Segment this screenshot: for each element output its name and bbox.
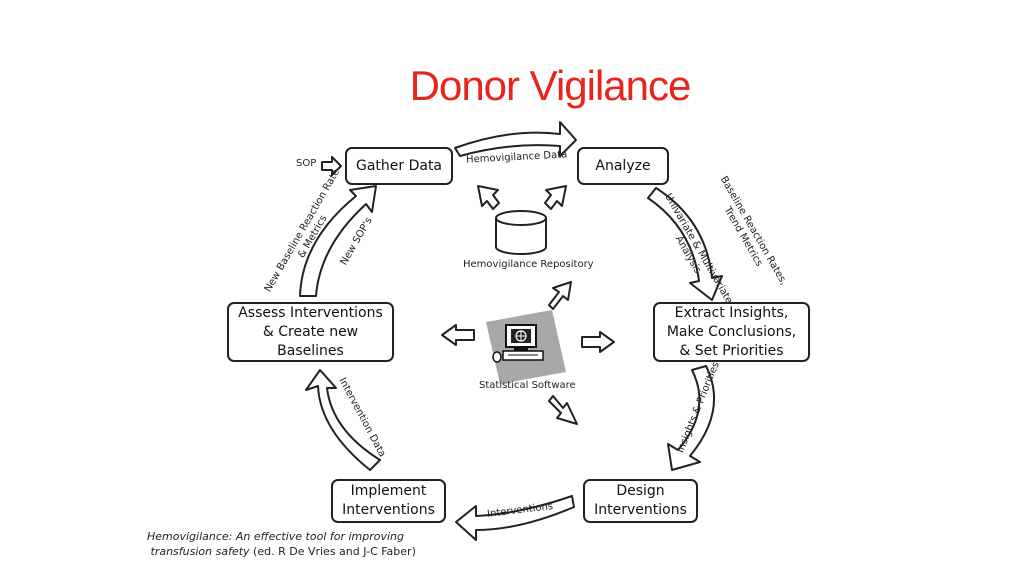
software-label: Statistical Software xyxy=(479,380,576,391)
source-caption: Hemovigilance: An effective tool for imp… xyxy=(147,529,416,559)
assess-line-1: Assess Interventions xyxy=(238,304,383,321)
arrow-sop xyxy=(321,156,342,176)
arrow-extract-to-design xyxy=(667,365,716,471)
extract-line-3: & Set Priorities xyxy=(679,342,784,359)
design-interventions-box: Design Interventions xyxy=(583,479,698,523)
arrow-repo-to-gather xyxy=(477,185,500,210)
arrow-design-to-implement xyxy=(455,495,575,541)
extract-line-1: Extract Insights, xyxy=(674,304,789,321)
gather-data-label: Gather Data xyxy=(355,157,443,174)
arrow-implement-to-assess xyxy=(305,369,381,471)
arrow-software-to-extract xyxy=(581,331,615,353)
design-line-2: Interventions xyxy=(594,502,687,518)
implement-interventions-box: Implement Interventions xyxy=(331,479,446,523)
assess-line-2: & Create new xyxy=(262,323,359,340)
caption-plain: (ed. R De Vries and J-C Faber) xyxy=(249,545,416,558)
arrow-software-to-repo xyxy=(548,281,572,310)
arrow-software-to-design xyxy=(548,395,578,425)
caption-italic-1: Hemovigilance: An effective tool for imp… xyxy=(147,530,405,543)
design-line-1: Design xyxy=(616,483,665,499)
extract-line-2: Make Conclusions, xyxy=(666,323,797,340)
arrow-repo-to-analyze xyxy=(544,185,567,210)
sop-label: SOP xyxy=(296,158,317,169)
repository-cylinder-icon xyxy=(495,210,547,255)
arrow-software-to-assess xyxy=(441,324,475,346)
assess-interventions-box: Assess Interventions & Create new Baseli… xyxy=(227,302,394,362)
arrow-analyze-to-extract xyxy=(647,187,723,301)
implement-line-2: Interventions xyxy=(342,502,435,518)
arrow-gather-to-analyze xyxy=(454,121,577,157)
caption-italic-2: transfusion safety xyxy=(150,545,250,558)
arrow-assess-to-gather xyxy=(299,185,377,297)
repository-label: Hemovigilance Repository xyxy=(463,259,594,270)
analyze-label: Analyze xyxy=(595,157,651,174)
implement-line-1: Implement xyxy=(350,483,427,499)
page-title: Donor Vigilance xyxy=(409,62,692,109)
analyze-box: Analyze xyxy=(577,147,669,185)
assess-line-3: Baselines xyxy=(277,342,344,359)
computer-icon xyxy=(486,310,566,384)
extract-insights-box: Extract Insights, Make Conclusions, & Se… xyxy=(653,302,810,362)
gather-data-box: Gather Data xyxy=(345,147,453,185)
